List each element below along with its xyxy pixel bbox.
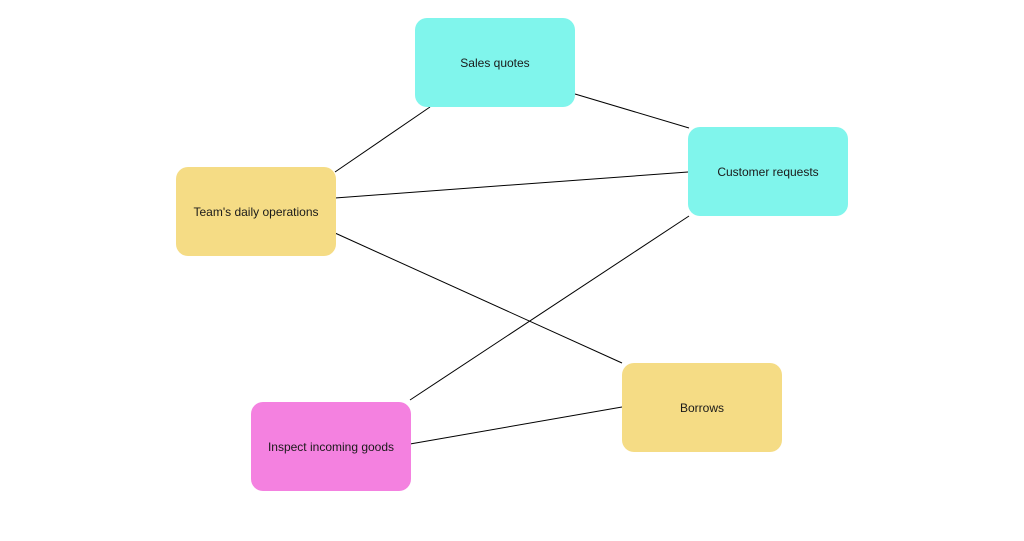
edge-team-borrows	[334, 232, 623, 364]
node-label: Sales quotes	[460, 55, 530, 70]
node-teams-daily-operations[interactable]: Team's daily operations	[176, 167, 336, 256]
edge-sales-customer	[574, 93, 690, 129]
node-label: Team's daily operations	[193, 204, 319, 219]
edge-inspect-customer	[409, 215, 690, 401]
node-inspect-incoming-goods[interactable]: Inspect incoming goods	[251, 402, 411, 491]
edge-team-sales	[334, 106, 431, 173]
node-label: Borrows	[679, 400, 724, 415]
node-label: Inspect incoming goods	[267, 439, 395, 454]
node-label: Customer requests	[717, 164, 819, 179]
node-sales-quotes[interactable]: Sales quotes	[415, 18, 575, 107]
edge-team-customer	[334, 171, 689, 199]
node-borrows[interactable]: Borrows	[622, 363, 782, 452]
node-customer-requests[interactable]: Customer requests	[688, 127, 848, 216]
edge-inspect-borrows	[409, 406, 623, 445]
